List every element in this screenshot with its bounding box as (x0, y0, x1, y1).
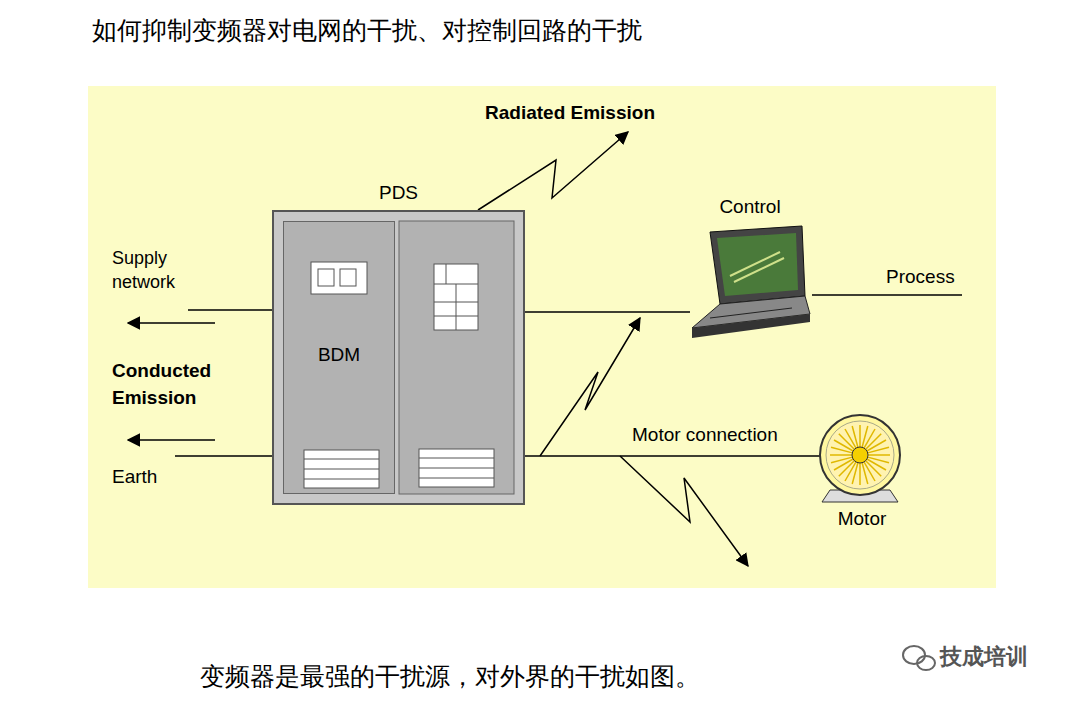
title: 如何抑制变频器对电网的干扰、对控制回路的干扰 (92, 14, 642, 47)
network-label: Supply network (112, 246, 202, 294)
radiated-zigzag (478, 132, 628, 210)
edge-label: Motor connection (630, 424, 780, 446)
emission-label: Radiated Emission (485, 102, 655, 124)
wechat-icon (903, 646, 935, 670)
process-label: Process (886, 266, 955, 288)
drive-module: BDM (283, 221, 395, 494)
coupling-zigzag (540, 318, 640, 456)
node-text: Control (719, 196, 780, 218)
emission-arrow (128, 439, 215, 441)
node-text: BDM (318, 344, 360, 366)
process-wire (812, 294, 962, 296)
wire (525, 311, 690, 313)
cabinet: BDMPDS (272, 210, 525, 505)
emission-label: Conducted Emission (112, 357, 232, 411)
wire (525, 455, 820, 457)
yellow-panel (88, 86, 996, 588)
earth-label: Earth (112, 466, 157, 488)
emission-arrow (128, 322, 215, 324)
node-text: Motor (838, 508, 887, 530)
caption: 变频器是最强的干扰源，对外界的干扰如图。 (200, 660, 700, 693)
cable-zigzag (620, 456, 748, 566)
node-text: PDS (379, 182, 418, 204)
motor: Motor (812, 404, 912, 540)
control-laptop: Control (680, 196, 820, 352)
watermark: 技成培训 (940, 642, 1028, 672)
supply-wire (188, 309, 272, 311)
laptop-icon (680, 196, 820, 352)
earth-wire (175, 455, 272, 457)
